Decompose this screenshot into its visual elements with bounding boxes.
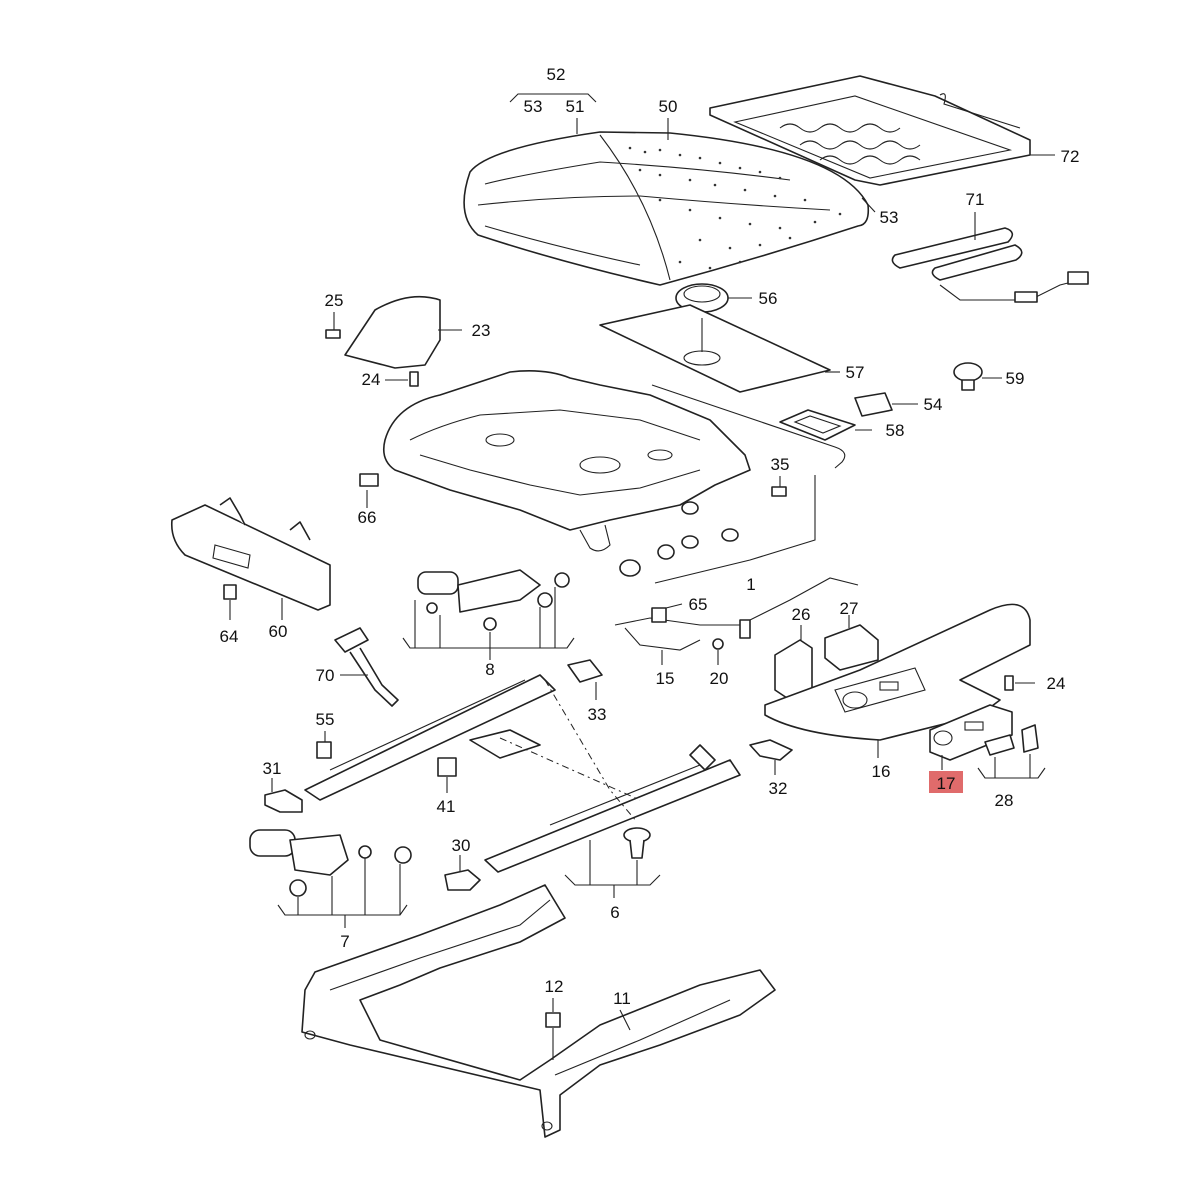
callout-71: 71 [966,190,985,209]
callout-24: 24 [362,370,381,389]
callout-20: 20 [710,669,729,688]
right-seat-rail-part [484,744,741,873]
bolt-icon [771,486,787,497]
seat-frame-part [382,370,751,552]
fore-aft-motor-part [249,829,412,897]
callout-72: 72 [1061,147,1080,166]
perforation-pattern [628,146,842,270]
push-rivet-part [623,827,651,859]
screw-icon [316,741,332,759]
grommet-frame-part [779,409,856,441]
frame-fasteners [619,501,739,577]
callout-31: 31 [263,759,282,778]
callout-33: 33 [588,705,607,724]
callout-6: 6 [610,903,619,922]
height-motor-part [417,569,570,631]
side-panel-part [170,497,331,611]
callout-8: 8 [485,660,494,679]
callout-1: 1 [746,575,755,594]
callout-58: 58 [886,421,905,440]
callout-59: 59 [1006,369,1025,388]
wire-rod-part [651,384,846,469]
heater-element-part [891,227,1089,303]
callout-64: 64 [220,627,239,646]
callout-23: 23 [472,321,491,340]
callout-17: 17 [937,774,956,793]
sensor-part [854,392,893,417]
clip-part [264,789,303,813]
callout-65: 65 [689,595,708,614]
callout-28: 28 [995,791,1014,810]
callout-53: 53 [524,97,543,116]
callout-25: 25 [325,291,344,310]
alignment-line [499,737,641,801]
screw-icon [223,584,237,600]
callout-52: 52 [547,65,566,84]
left-seat-rail-part [304,674,556,801]
alignment-line [544,679,638,823]
callout-11: 11 [613,989,631,1008]
clip-part [437,757,457,777]
switch-knobs-part [984,724,1039,756]
callout-32: 32 [769,779,788,798]
cover-plate-part [599,304,831,393]
callout-51: 51 [566,97,585,116]
callout-35: 35 [771,455,790,474]
switch-unit-part [824,624,879,671]
clip-part [953,362,983,391]
clip-part [749,739,793,761]
highlight-box [929,771,963,793]
callout-66: 66 [358,508,377,527]
callout-26: 26 [792,605,811,624]
clip-part [444,869,481,891]
screw-icon [325,329,341,339]
callout-60: 60 [269,622,288,641]
switch-trim-panel-part [929,704,1013,761]
clip-part [567,659,603,683]
callout-50: 50 [659,97,678,116]
callout-16: 16 [872,762,891,781]
callout-54: 54 [924,395,943,414]
callout-15: 15 [656,669,675,688]
latch-part [359,473,379,487]
side-trim-part [344,295,441,369]
callout-41: 41 [437,797,456,816]
callout-27: 27 [840,599,859,618]
bolt-icon [545,1012,561,1028]
callout-24-right: 24 [1047,674,1066,693]
callout-55: 55 [316,710,335,729]
callout-12: 12 [545,977,564,996]
callout-56: 56 [759,289,778,308]
callout-7: 7 [340,932,349,951]
callout-70: 70 [316,666,335,685]
screw-icon [1004,675,1014,691]
callout-53-lower: 53 [880,208,899,227]
base-frame-part [301,884,776,1138]
adjuster-cable-part [614,577,859,651]
belt-buckle-part [334,627,399,707]
seat-cushion-part [463,131,870,286]
callout-57: 57 [846,363,865,382]
screw-icon [409,371,419,387]
callout-30: 30 [452,836,471,855]
